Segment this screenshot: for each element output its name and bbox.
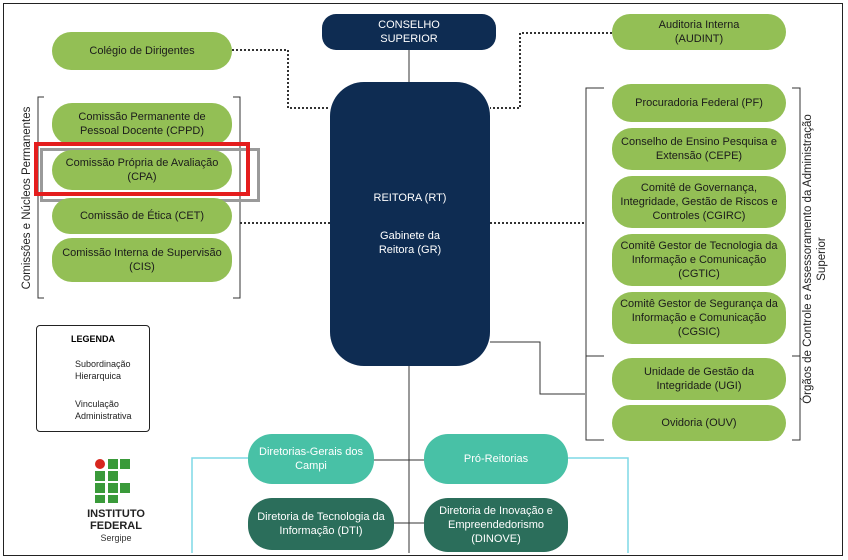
- reitora-box: REITORA (RT) Gabinete da Reitora (GR): [330, 82, 490, 366]
- dti-label: Diretoria de Tecnologia da Informação (D…: [257, 511, 385, 537]
- legend-subordinacao: Subordinação Hierarquica: [75, 359, 131, 381]
- cet-box: Comissão de Ética (CET): [52, 198, 232, 234]
- logo-line-3: Sergipe: [100, 533, 132, 543]
- left-bracket: [37, 96, 44, 299]
- cgtic-label: Comitê Gestor de Tecnologia da Informaçã…: [620, 240, 778, 280]
- cet-label: Comissão de Ética (CET): [79, 210, 205, 222]
- legend-title: LEGENDA: [70, 334, 115, 344]
- dinove-box: Diretoria de Inovação e Empreendedorismo…: [424, 498, 568, 552]
- dotted-link-colegio: [232, 49, 330, 109]
- cppd-box: Comissão Permanente de Pessoal Docente (…: [52, 103, 232, 145]
- cepe-label: Conselho de Ensino Pesquisa e Extensão (…: [621, 136, 777, 162]
- cgsic-box: Comitê Gestor de Segurança da Informação…: [612, 292, 786, 344]
- legend-vinculacao: Vinculação Administrativa: [75, 399, 132, 421]
- cgtic-box: Comitê Gestor de Tecnologia da Informaçã…: [612, 234, 786, 286]
- solid-link-ugi: [490, 341, 585, 395]
- pf-box: Procuradoria Federal (PF): [612, 84, 786, 122]
- cepe-box: Conselho de Ensino Pesquisa e Extensão (…: [612, 128, 786, 170]
- diretorias-label: Diretorias-Gerais dos Campi: [259, 446, 363, 472]
- cpa-highlight-frame: [34, 142, 250, 196]
- right-bracket-right: [792, 87, 801, 441]
- if-logo-mark: [95, 459, 130, 503]
- dinove-label: Diretoria de Inovação e Empreendedorismo…: [439, 505, 553, 545]
- reitora-label: REITORA (RT): [373, 192, 447, 204]
- ouv-label: Ovidoria (OUV): [661, 417, 737, 429]
- cis-label: Comissão Interna de Supervisão (CIS): [62, 247, 222, 273]
- logo-line-1: INSTITUTO: [87, 508, 145, 520]
- ugi-box: Unidade de Gestão da Integridade (UGI): [612, 358, 786, 400]
- conselho-superior-box: CONSELHO SUPERIOR: [322, 14, 496, 50]
- colegio-box: Colégio de Dirigentes: [52, 32, 232, 70]
- legend-box: LEGENDA Subordinação Hierarquica Vincula…: [36, 325, 150, 432]
- conselho-superior-label: CONSELHO SUPERIOR: [378, 19, 440, 45]
- left-group-label: Comissões e Núcleos Permanentes: [21, 106, 33, 290]
- left-bracket-right: [233, 96, 241, 299]
- cgsic-label: Comitê Gestor de Segurança da Informação…: [620, 298, 778, 338]
- right-group-label: Órgãos de Controle e Assessoramento da A…: [802, 114, 828, 404]
- if-logo: INSTITUTO FEDERAL Sergipe: [76, 458, 156, 548]
- gabinete-label: Gabinete da Reitora (GR): [378, 230, 442, 256]
- ugi-label: Unidade de Gestão da Integridade (UGI): [643, 366, 755, 392]
- auditoria-label: Auditoria Interna (AUDINT): [658, 19, 740, 45]
- pro-reitorias-label: Pró-Reitorias: [463, 453, 529, 465]
- cpa-box: Comissão Própria de Avaliação (CPA): [52, 150, 232, 190]
- cpa-label: Comissão Própria de Avaliação (CPA): [65, 157, 219, 183]
- cyan-frame-right: [568, 457, 629, 553]
- colegio-label: Colégio de Dirigentes: [89, 45, 195, 57]
- ouv-box: Ovidoria (OUV): [612, 405, 786, 441]
- dotted-link-auditoria: [490, 32, 612, 109]
- auditoria-box: Auditoria Interna (AUDINT): [612, 14, 786, 50]
- cgirc-label: Comitê de Governança, Integridade, Gestã…: [620, 182, 778, 222]
- diretorias-box: Diretorias-Gerais dos Campi: [248, 434, 374, 484]
- right-bracket-left: [585, 87, 604, 441]
- logo-line-2: FEDERAL: [90, 520, 142, 532]
- pro-reitorias-box: Pró-Reitorias: [424, 434, 568, 484]
- pf-label: Procuradoria Federal (PF): [635, 97, 763, 109]
- dti-box: Diretoria de Tecnologia da Informação (D…: [248, 498, 394, 550]
- chart-frame: [3, 3, 843, 556]
- cyan-frame: [191, 457, 248, 553]
- cppd-label: Comissão Permanente de Pessoal Docente (…: [78, 111, 206, 137]
- cis-box: Comissão Interna de Supervisão (CIS): [52, 238, 232, 282]
- cgirc-box: Comitê de Governança, Integridade, Gestã…: [612, 176, 786, 228]
